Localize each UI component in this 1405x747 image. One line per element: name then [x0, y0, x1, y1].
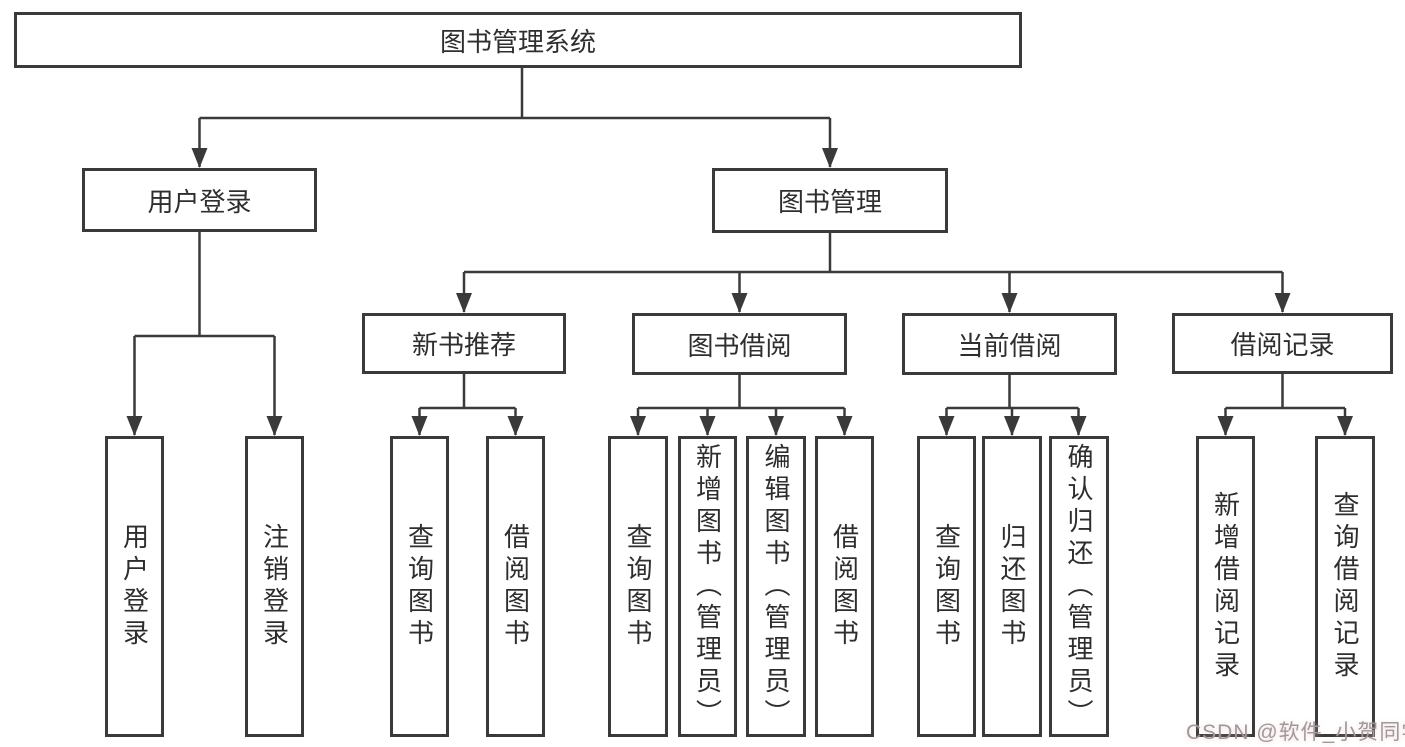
node-current-borrow: 当前借阅 — [902, 313, 1117, 375]
leaf-logout: 注销登录 — [245, 436, 304, 737]
leaf-current-query-books: 查询图书 — [917, 436, 976, 737]
node-borrow-records: 借阅记录 — [1172, 313, 1393, 374]
node-book-borrow-label: 图书借阅 — [687, 330, 792, 361]
node-user-login: 用户登录 — [82, 168, 317, 232]
node-book-management-label: 图书管理 — [777, 187, 882, 217]
leaf-borrow-books: 借阅图书 — [815, 436, 874, 737]
node-borrow-records-label: 借阅记录 — [1230, 330, 1335, 360]
leaf-return-books-label: 归还图书 — [997, 522, 1027, 651]
csdn-watermark: CSDN @软件_小贺同学 — [1186, 721, 1405, 744]
node-root-system: 图书管理系统 — [14, 12, 1022, 68]
leaf-add-borrow-record: 新增借阅记录 — [1196, 436, 1255, 737]
leaf-current-query-books-label: 查询图书 — [931, 522, 962, 651]
leaf-recommend-borrow-books: 借阅图书 — [486, 436, 545, 737]
leaf-borrow-query-books-label: 查询图书 — [623, 522, 653, 651]
node-root-system-label: 图书管理系统 — [439, 26, 596, 57]
leaf-confirm-return-admin-label: 确认归还（管理员） — [1064, 442, 1094, 731]
node-new-book-recommend: 新书推荐 — [362, 313, 566, 374]
node-current-borrow-label: 当前借阅 — [957, 330, 1062, 361]
leaf-recommend-query-books: 查询图书 — [390, 436, 449, 737]
leaf-borrow-query-books: 查询图书 — [608, 436, 668, 737]
leaf-recommend-borrow-books-label: 借阅图书 — [500, 522, 531, 651]
leaf-edit-books-admin: 编辑图书（管理员） — [746, 436, 806, 737]
leaf-add-borrow-record-label: 新增借阅记录 — [1210, 490, 1241, 683]
leaf-user-login-label: 用户登录 — [119, 522, 150, 651]
leaf-borrow-books-label: 借阅图书 — [829, 522, 860, 651]
leaf-add-books-admin: 新增图书（管理员） — [678, 436, 737, 737]
node-book-management: 图书管理 — [712, 168, 948, 233]
leaf-query-borrow-record: 查询借阅记录 — [1315, 436, 1375, 737]
leaf-query-borrow-record-label: 查询借阅记录 — [1330, 490, 1360, 683]
leaf-return-books: 归还图书 — [982, 436, 1042, 737]
node-new-book-recommend-label: 新书推荐 — [411, 330, 516, 360]
leaf-logout-label: 注销登录 — [259, 522, 290, 651]
leaf-user-login: 用户登录 — [105, 436, 164, 737]
node-user-login-label: 用户登录 — [147, 186, 252, 217]
leaf-recommend-query-books-label: 查询图书 — [404, 522, 435, 651]
leaf-confirm-return-admin: 确认归还（管理员） — [1049, 436, 1109, 737]
node-book-borrow: 图书借阅 — [632, 313, 847, 375]
leaf-edit-books-admin-label: 编辑图书（管理员） — [761, 442, 791, 731]
leaf-add-books-admin-label: 新增图书（管理员） — [692, 442, 723, 731]
